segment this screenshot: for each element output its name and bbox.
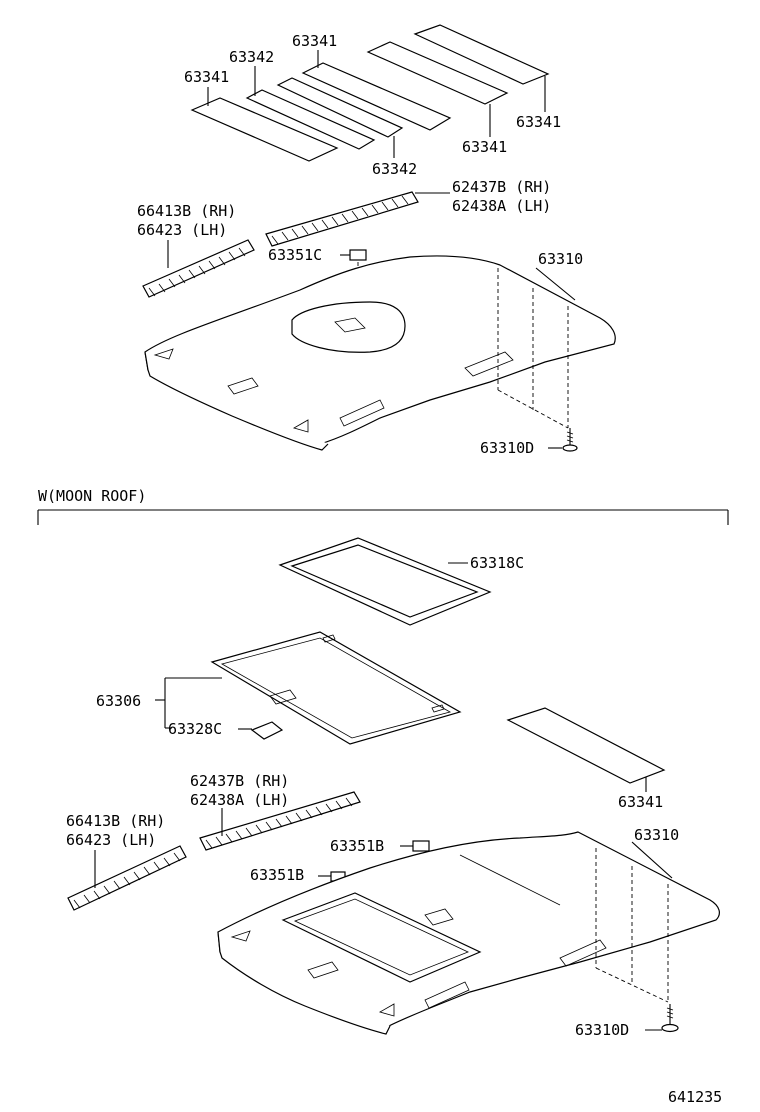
bottom-section: 63318C 63306 63328C 63341 [66,537,720,1039]
label-63310-top: 63310 [538,250,583,268]
assist-strip-62437b-bottom[interactable] [199,791,361,851]
label-63342-b: 63342 [372,160,417,178]
label-63306: 63306 [96,692,141,710]
drawing-number: 641235 [668,1088,722,1106]
pad-63341-right[interactable] [366,41,509,105]
label-63310d-top: 63310D [480,439,534,457]
assist-strip-66413b-bottom[interactable] [67,845,187,911]
label-63341-bottom: 63341 [618,793,663,811]
label-63310-bottom: 63310 [634,826,679,844]
label-66413b-top: 66413B (RH) [137,202,236,220]
clip-63351c[interactable] [349,249,367,261]
label-63341-a: 63341 [184,68,229,86]
label-63341-b: 63341 [292,32,337,50]
pad-63341-bottom[interactable] [506,707,666,784]
label-63342-a: 63342 [229,48,274,66]
label-66423-bottom: 66423 (LH) [66,831,156,849]
screw-63310d-bottom[interactable] [661,1004,679,1033]
label-62437b-bottom: 62437B (RH) [190,772,289,790]
label-63318c: 63318C [470,554,524,572]
pad-63341-left[interactable] [190,97,339,162]
label-62437b-top: 62437B (RH) [452,178,551,196]
assist-strip-66413b[interactable] [142,239,255,298]
headliner-63310-bottom[interactable] [217,831,720,1035]
pad-63342-right[interactable] [276,77,404,138]
label-63328c: 63328C [168,720,222,738]
sunshade-63306[interactable] [210,631,462,745]
screw-63310d-top[interactable] [562,428,578,452]
top-section: 63341 63342 63341 63342 63341 63341 6243… [137,24,616,457]
label-62438a-bottom: 62438A (LH) [190,791,289,809]
label-66423-top: 66423 (LH) [137,221,227,239]
assist-strip-62437b[interactable] [265,191,419,247]
label-63341-d: 63341 [516,113,561,131]
headliner-63310-top[interactable] [144,255,616,451]
label-63310d-bottom: 63310D [575,1021,629,1039]
label-66413b-bottom: 66413B (RH) [66,812,165,830]
pad-63342-left[interactable] [245,89,376,150]
section-title: W(MOON ROOF) [38,487,146,505]
cap-63328c[interactable] [250,721,284,740]
label-63351b-b: 63351B [250,866,304,884]
pad-63341-far-right[interactable] [413,24,550,85]
label-62438a-top: 62438A (LH) [452,197,551,215]
clip-63351b-a[interactable] [412,840,430,852]
label-63351c-top: 63351C [268,246,322,264]
pad-63341-center[interactable] [301,62,452,131]
label-63341-c: 63341 [462,138,507,156]
label-63351b-a: 63351B [330,837,384,855]
weatherstrip-63318c[interactable] [278,537,492,626]
